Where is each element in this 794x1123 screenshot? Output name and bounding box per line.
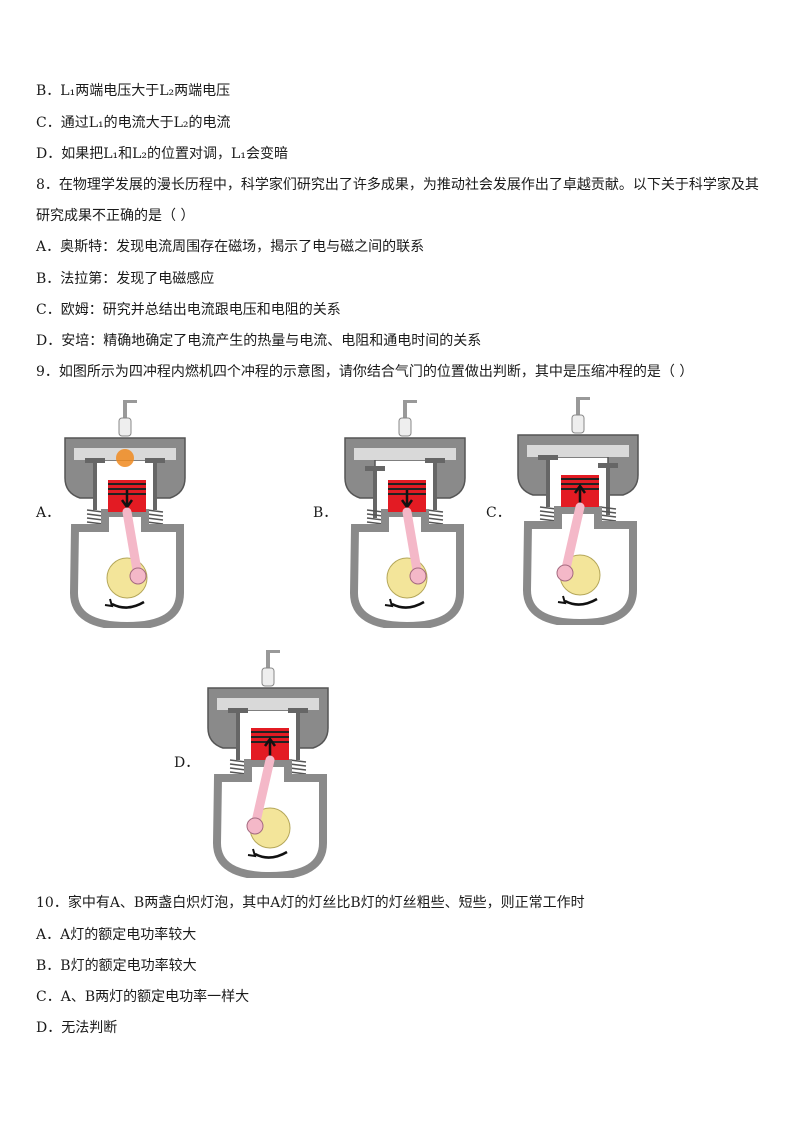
- question-8-continued: 研究成果不正确的是（ ）: [36, 208, 195, 224]
- figure-label-d: D．: [174, 755, 200, 771]
- question-10: 10．家中有A、B两盏白炽灯泡，其中A灯的灯丝比B灯的灯丝粗些、短些，则正常工作…: [36, 895, 585, 911]
- option-10b: B．B灯的额定电功率较大: [36, 958, 197, 974]
- engine-diagram-b: [344, 400, 466, 628]
- option-8b: B．法拉第：发现了电磁感应: [36, 271, 215, 287]
- option-7c: C．通过L₁的电流大于L₂的电流: [36, 115, 231, 131]
- engine-diagram-d: [207, 650, 329, 878]
- option-8a: A．奥斯特：发现电流周围存在磁场，揭示了电与磁之间的联系: [36, 239, 425, 255]
- option-10a: A．A灯的额定电功率较大: [36, 927, 197, 943]
- option-7d: D．如果把L₁和L₂的位置对调，L₁会变暗: [36, 146, 288, 162]
- question-8: 8．在物理学发展的漫长历程中，科学家们研究出了许多成果，为推动社会发展作出了卓越…: [36, 177, 759, 193]
- option-8c: C．欧姆：研究并总结出电流跟电压和电阻的关系: [36, 302, 341, 318]
- engine-diagram-c: [517, 397, 639, 625]
- option-7b: B．L₁两端电压大于L₂两端电压: [36, 83, 231, 99]
- figure-label-c: C．: [486, 505, 511, 521]
- figure-label-b: B．: [313, 505, 338, 521]
- option-10c: C．A、B两灯的额定电功率一样大: [36, 989, 250, 1005]
- option-10d: D．无法判断: [36, 1020, 118, 1036]
- option-8d: D．安培：精确地确定了电流产生的热量与电流、电阻和通电时间的关系: [36, 333, 482, 349]
- question-9: 9．如图所示为四冲程内燃机四个冲程的示意图，请你结合气门的位置做出判断，其中是压…: [36, 364, 694, 380]
- engine-diagram-a: [64, 400, 186, 628]
- figure-label-a: A．: [36, 505, 61, 521]
